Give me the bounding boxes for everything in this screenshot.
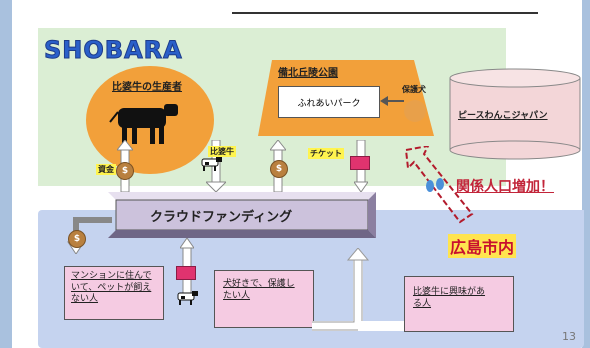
top-bar [0, 0, 590, 18]
card-beef-interest-text: 比婆牛に興味があ る人 [413, 287, 486, 309]
arrow-left-icon [380, 96, 404, 106]
park-title: 備北丘陵公園 [278, 68, 338, 79]
relation-increase-label: 関係人口増加！ [456, 179, 554, 195]
title-rule [232, 12, 538, 14]
crowdfunding-bar [108, 192, 376, 238]
footprints-icon [426, 178, 444, 192]
cow-icon [109, 104, 178, 144]
card-mansion: マンションに住んで いて、ペットが飼え ない人 [64, 266, 164, 320]
region-title: SHOBARA [44, 36, 183, 65]
money-bag-icon: $ [116, 162, 134, 180]
hiroshima-label: 広島市内 [448, 234, 517, 258]
right-border [582, 0, 590, 348]
cow-small-icon [177, 291, 198, 305]
park-fureai-label: ふれあいパーク [297, 98, 361, 109]
park-fureai-box: ふれあいパーク [278, 86, 380, 118]
money-bag-icon: $ [270, 160, 288, 178]
beef-tag: 比婆牛 [208, 146, 236, 157]
card-dog-lover: 犬好きで、保護し たい人 [214, 270, 314, 328]
guard-dog-label: 保護犬 [402, 85, 426, 94]
cards-arrow-up [312, 248, 408, 331]
ticket-icon [350, 156, 370, 170]
crowdfunding-label: クラウドファンディング [150, 210, 293, 225]
ticket-tag: チケット [308, 148, 344, 159]
org-cylinder [449, 68, 581, 160]
ticket-icon [176, 266, 196, 280]
card-mansion-text: マンションに住んで いて、ペットが飼え ない人 [71, 271, 152, 305]
card-beef-interest: 比婆牛に興味があ る人 [404, 276, 514, 332]
card-dog-lover-text: 犬好きで、保護し たい人 [223, 279, 295, 301]
left-border [0, 0, 12, 348]
page-number: 13 [562, 330, 576, 343]
funds-tag: 資金 [96, 164, 116, 175]
org-label: ピースわんこジャパン [458, 111, 548, 121]
relation-arrow [404, 146, 474, 224]
producer-label: 比婆牛の生産者 [112, 82, 182, 93]
dog-icon [404, 100, 426, 122]
cow-small-icon [201, 157, 222, 171]
money-bag-icon: $ [68, 230, 86, 248]
